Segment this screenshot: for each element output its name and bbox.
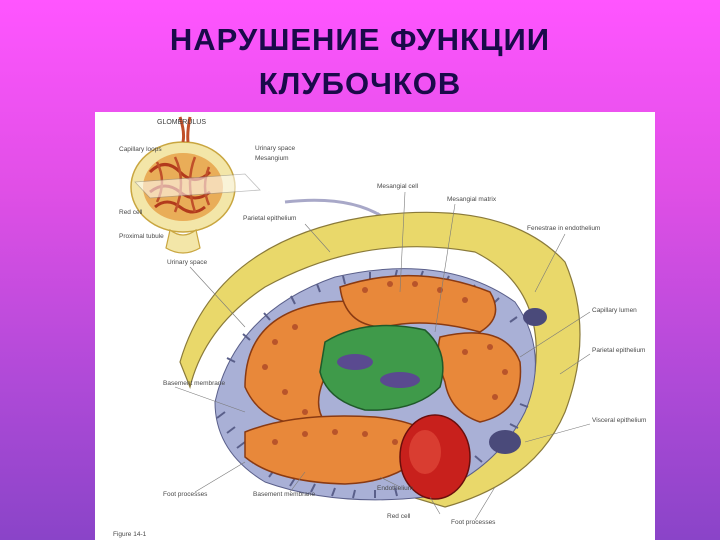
title-line-2: КЛУБОЧКОВ — [258, 66, 462, 101]
label-capillary-lumen: Capillary lumen — [592, 307, 637, 314]
glomerulus-figure: GLOMERULUS Capillary loops Urinary space… — [95, 112, 655, 540]
label-capillary-loops: Capillary loops — [119, 146, 162, 153]
label-endothelium: Endothelium — [377, 485, 413, 492]
mesangial-nucleus-1 — [337, 354, 373, 370]
label-mesangium: Mesangium — [255, 155, 289, 162]
label-foot-processes-bottom: Foot processes — [451, 519, 496, 526]
main-cutaway — [179, 211, 581, 508]
parietal-capsule — [179, 211, 581, 508]
label-basement-membrane-left: Basement membrane — [163, 380, 226, 387]
figure-caption: Figure 14-1 — [113, 531, 147, 538]
fenestrae-dots — [262, 281, 508, 457]
label-urinary-space-inset: Urinary space — [255, 145, 295, 152]
slide-title: НАРУШЕНИЕ ФУНКЦИИ КЛУБОЧКОВ — [0, 18, 720, 106]
label-mesangial-matrix: Mesangial matrix — [447, 196, 497, 203]
label-parietal-epithelium-top: Parietal epithelium — [243, 215, 296, 222]
label-basement-membrane-bottom: Basement membrane — [253, 491, 316, 498]
label-fenestrae: Fenestrae in endothelium — [527, 225, 600, 232]
mesangium-region — [319, 324, 444, 411]
label-parietal-epithelium-right: Parietal epithelium — [592, 347, 645, 354]
leader-lines — [174, 191, 591, 521]
capillary-top — [339, 274, 497, 333]
label-proximal-tubule: Proximal tubule — [119, 233, 164, 240]
podocyte-nucleus-2 — [523, 308, 547, 326]
label-visceral-epithelium: Visceral epithelium — [592, 417, 646, 424]
label-mesangial-cell: Mesangial cell — [377, 183, 419, 190]
label-foot-processes-left: Foot processes — [163, 491, 208, 498]
inset-glomerulus — [130, 116, 391, 254]
podocyte-nucleus-1 — [489, 430, 521, 454]
title-line-1: НАРУШЕНИЕ ФУНКЦИИ — [169, 22, 551, 57]
glomerulus-diagram: GLOMERULUS Capillary loops Urinary space… — [113, 116, 646, 538]
mesangial-nucleus-2 — [380, 372, 420, 388]
label-red-cell-inset: Red cell — [119, 209, 143, 216]
label-red-cell: Red cell — [387, 513, 411, 520]
label-glomerulus: GLOMERULUS — [157, 119, 206, 126]
label-urinary-space: Urinary space — [167, 259, 207, 266]
